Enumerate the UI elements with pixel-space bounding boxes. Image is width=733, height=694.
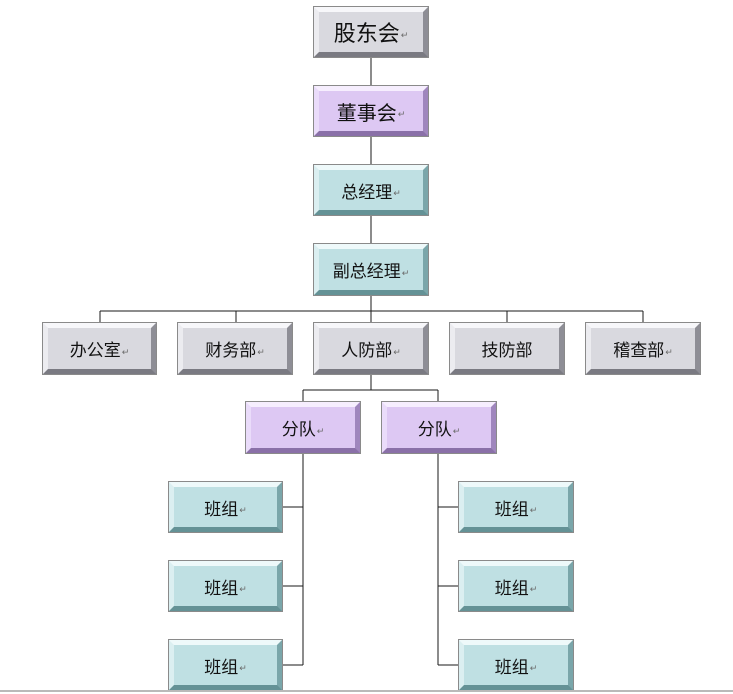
node-label: 办公室 (69, 341, 121, 361)
node-shareholders: 股东会↵ (314, 7, 428, 57)
paragraph-mark-icon: ↵ (239, 585, 247, 595)
paragraph-mark-icon: ↵ (393, 347, 401, 358)
node-label: 班组 (204, 578, 239, 599)
node-civil-defense: 人防部↵ (314, 323, 428, 374)
node-team-left-2: 班组↵ (169, 561, 282, 611)
paragraph-mark-icon: ↵ (316, 426, 325, 437)
paragraph-mark-icon: ↵ (397, 110, 406, 120)
node-team-left-1: 班组↵ (169, 482, 282, 532)
paragraph-mark-icon: ↵ (529, 585, 538, 595)
node-squad-left: 分队↵ (246, 402, 360, 453)
paragraph-mark-icon: ↵ (400, 31, 409, 41)
node-label: 副总经理 (332, 262, 401, 282)
node-board: 董事会↵ (314, 86, 428, 136)
node-label: 班组 (494, 657, 529, 678)
paragraph-mark-icon: ↵ (257, 347, 265, 358)
paragraph-mark-icon: ↵ (239, 664, 247, 674)
node-label: 班组 (204, 657, 239, 678)
node-finance: 财务部↵ (178, 323, 292, 374)
node-label: 总经理 (341, 182, 393, 203)
node-inspection: 稽查部↵ (586, 323, 700, 374)
page-bottom-divider (0, 690, 733, 692)
node-team-right-1: 班组↵ (459, 482, 573, 532)
node-label: 股东会 (333, 22, 400, 47)
node-label: 财务部 (205, 341, 257, 361)
node-general-manager: 总经理↵ (314, 165, 428, 215)
node-label: 分队 (417, 420, 452, 440)
node-label: 技防部 (481, 341, 533, 361)
node-label: 班组 (204, 499, 239, 520)
paragraph-mark-icon: ↵ (529, 664, 538, 674)
paragraph-mark-icon: ↵ (239, 506, 247, 516)
paragraph-mark-icon: ↵ (393, 189, 401, 199)
node-team-left-3: 班组↵ (169, 640, 282, 690)
paragraph-mark-icon: ↵ (121, 347, 130, 358)
node-team-right-3: 班组↵ (459, 640, 573, 690)
node-deputy-general-manager: 副总经理↵ (314, 244, 428, 295)
node-label: 班组 (494, 578, 529, 599)
node-label: 董事会 (336, 100, 397, 125)
node-office: 办公室↵ (43, 323, 156, 374)
node-label: 稽查部 (613, 341, 665, 361)
node-tech-defense: 技防部 (450, 323, 564, 374)
paragraph-mark-icon: ↵ (452, 426, 461, 437)
node-team-right-2: 班组↵ (459, 561, 573, 611)
node-squad-right: 分队↵ (382, 402, 496, 453)
paragraph-mark-icon: ↵ (665, 347, 673, 358)
node-label: 班组 (494, 499, 529, 520)
node-label: 分队 (281, 420, 316, 440)
paragraph-mark-icon: ↵ (401, 268, 410, 279)
node-label: 人防部 (341, 341, 393, 361)
paragraph-mark-icon: ↵ (529, 506, 538, 516)
